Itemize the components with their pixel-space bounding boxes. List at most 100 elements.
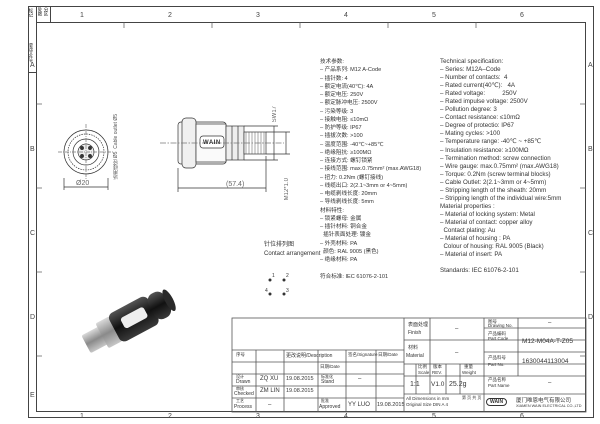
checked-label-cn: 审核 [236,386,244,391]
spec-en-line: Technical specification: [440,58,504,65]
checked-date: 19.08.2015 [286,388,314,394]
zone-col-1-bottom: 1 [80,413,84,420]
spec-cn-line: 颜色: RAL 9005 (黑色) [320,248,379,255]
spec-en-line: – Material of contact: copper alloy [440,218,533,226]
checked-name: ZM LIN [260,388,280,394]
drawn-date: 19.08.2015 [286,376,314,382]
spec-en-line: – Stripping length of the sheath: 20mm [440,186,547,194]
pin-number-2: 2 [286,273,289,279]
zone-row-a: A [30,62,35,69]
spec-en-line: – Series: M12A–Code [440,66,501,74]
part-no-value: 1630044113004 [522,358,569,365]
spec-cn-line: 材料特性: [320,207,344,214]
revision-side-cells-2: 更改文件号 [28,42,37,73]
zone-row-c-right: C [588,230,594,237]
drawing-no-label-en: Drawing No. [488,323,513,328]
zone-col-5-bottom: 5 [432,413,436,420]
zone-row-b-right: B [588,146,593,153]
spec-en-line: Contact plating: Au [440,226,496,234]
spec-en-line: – Stripping length of the individual wir… [440,194,562,202]
finish-label-en: Finish [408,330,422,336]
contact-arrangement-title-cn: 针位排列图 [264,242,295,248]
connector-3d-render [82,289,176,353]
spec-cn-line: – 外壳材料: PA [320,240,358,247]
spec-cn-line: – 接线范围: max.0.75mm² (max.AWG18) [320,166,422,173]
header-signature: 签名/Signature [348,352,378,357]
revision-side-label: 标记 [29,8,34,17]
zone-col-4: 4 [344,12,348,19]
spec-cn-line: – 连接方式: 螺钉锁紧 [320,158,373,164]
zone-row-e: E [30,392,35,399]
pin-number-3: 3 [286,288,289,294]
spec-cn-line: – 插针数: 4 [320,75,348,82]
spec-cn-line: 符合标准: IEC 61076-2-101 [320,273,389,280]
material-label-en: Material [406,353,424,359]
zone-col-6: 6 [520,12,524,19]
spec-en-line: – Rated voltage: 250V [440,90,517,98]
contact-arrangement-diagram [268,278,286,296]
pin-number-4: 4 [265,288,268,294]
spec-cn-line: – 污染等级: 3 [320,108,354,115]
approved-label-en: Approved [319,404,341,410]
zone-col-2: 2 [168,12,172,19]
stand-label-en: Stand [321,379,335,385]
finish-label-cn: 表面处理 [408,322,429,328]
spec-cn-line: – 绝缘阻抗: ≥100MΩ [320,149,372,156]
part-name-label-cn: 产品名称 [488,377,506,382]
process-label-en: Process [234,404,253,410]
spec-en-line: Material properties : [440,202,495,210]
zone-row-d: D [30,314,36,321]
spec-en-line: – Cable Outlet: 2(2.1~3mm or 4~5mm) [440,178,547,186]
connector-side-view [160,117,290,192]
revision-side-cells: 处数 分区 [36,6,51,23]
spec-en-line: Colour of housing: RAL 9005 (Black) [440,243,544,251]
revision-side-label: 更改文件号 [29,43,34,63]
spec-cn-line: – 插针材料: 铜合金 [320,224,367,230]
drawn-label-en: Drawn [236,379,251,385]
rev-value: V1.0 [431,381,445,388]
weight-label-en: Weight [462,370,476,375]
zone-col-2-bottom: 2 [168,413,172,420]
zone-col-3: 3 [256,12,260,19]
header-rev-no: 序号 [236,352,245,357]
spec-cn-line: – 额定电流(40℃): 4A [320,83,374,90]
drawn-name: ZQ XU [260,376,279,382]
header-date: 日期/Date [320,364,340,369]
spec-en-line: – Mating cycles: >100 [440,130,501,138]
drawing-no-value: – [548,320,552,326]
spec-cn-line: – 插拔次数: >100 [320,133,363,140]
drawing-sheet-inner-frame [36,22,586,412]
approved-label-cn: 批准 [321,398,329,403]
spec-en-line: – Rated impulse voltage: 2500V [440,98,528,106]
spec-cn-line: – 产品系列: M12 A-Code [320,67,382,74]
scale-value: 1:1 [410,381,420,388]
rev-label-cn: 版本 [433,364,442,369]
part-no-label-cn: 产品料号 [488,355,506,360]
spec-cn-line: – 绝缘材料: PA [320,257,358,263]
spec-en-line: – Torque: 0.2Nm (screw terminal blocks) [440,170,551,178]
connector-front-view [58,124,114,190]
zone-col-3-bottom: 3 [256,413,260,420]
zone-col-5: 5 [432,12,436,19]
pin-number-1: 1 [272,273,275,279]
process-name: – [268,402,272,408]
dim-note: All Dimensions in mm Original Size DIN A… [406,396,450,407]
company-logo: WAIN [486,398,508,406]
drawing-sheet-outer-frame [28,6,594,418]
spec-en-line: Standards: IEC 61076-2-101 [440,267,519,275]
spec-en-line: – Temperature range: -40℃ ~ +85℃ [440,138,542,146]
checked-label-en: Checked [234,391,254,397]
weight-value: 25.2g [449,381,467,388]
revision-side-label: 分区 [44,7,49,16]
spec-cn-line: – 接触电阻: ≤10mΩ [320,116,369,123]
zone-row-d-right: D [588,314,594,321]
spec-cn-line: – 锁紧螺母: 金属 [320,215,362,222]
zone-col-4-bottom: 4 [344,413,348,420]
header-date-2: 日期/Date [378,352,398,357]
material-label-cn: 材料 [408,345,419,351]
spec-en-line: – Material of housing : PA [440,235,511,243]
brand-on-part: WAIN [203,140,221,146]
revision-side-label: 处数 [38,7,43,16]
approved-name: YY LUO [348,402,370,408]
spec-cn-line: – 导线剥线长度: 5mm [320,199,374,206]
